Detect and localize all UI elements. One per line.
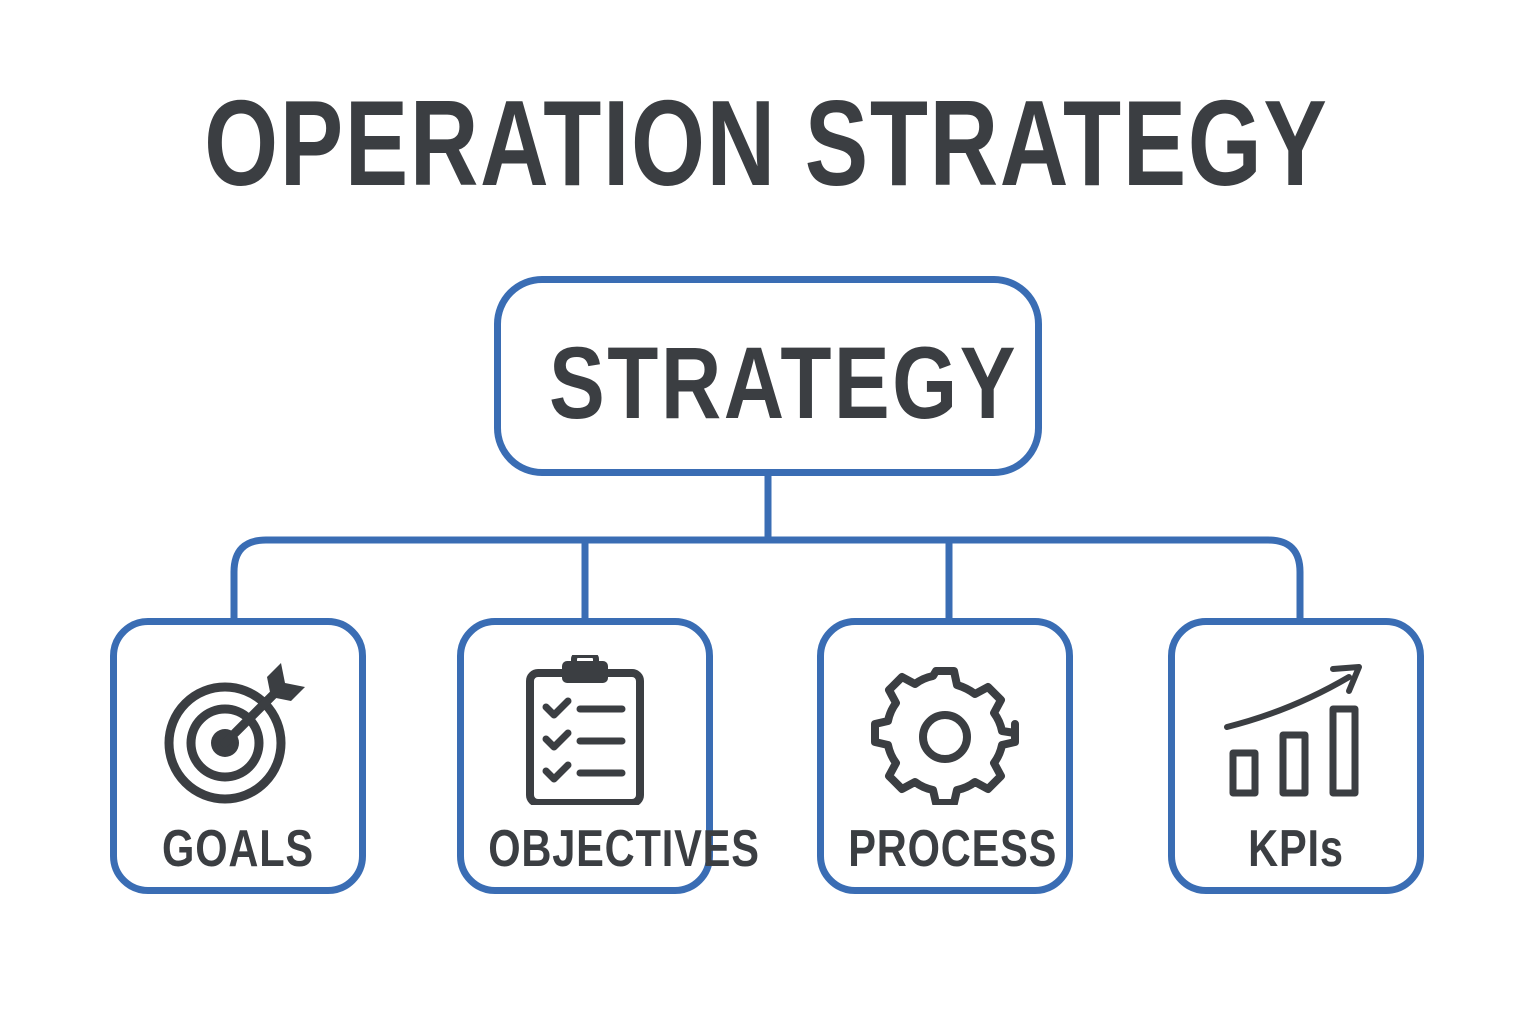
process-node: PROCESS bbox=[817, 618, 1073, 894]
target-icon bbox=[164, 663, 305, 804]
strategy-node: STRATEGY bbox=[494, 276, 1042, 476]
branch-bar bbox=[230, 536, 1304, 622]
kpis-node: KPIs bbox=[1168, 618, 1424, 894]
goals-node: GOALS bbox=[110, 618, 366, 894]
kpis-label: KPIs bbox=[1248, 820, 1344, 878]
page-title: OPERATION STRATEGY bbox=[204, 75, 1329, 211]
process-label: PROCESS bbox=[848, 820, 1058, 878]
gear-icon bbox=[871, 667, 1019, 805]
clipboard-checklist-icon bbox=[526, 655, 644, 805]
objectives-label: OBJECTIVES bbox=[488, 820, 760, 878]
goals-label: GOALS bbox=[162, 820, 314, 878]
strategy-label: STRATEGY bbox=[549, 326, 1018, 440]
growth-chart-icon bbox=[1224, 664, 1362, 797]
objectives-node: OBJECTIVES bbox=[457, 618, 760, 894]
